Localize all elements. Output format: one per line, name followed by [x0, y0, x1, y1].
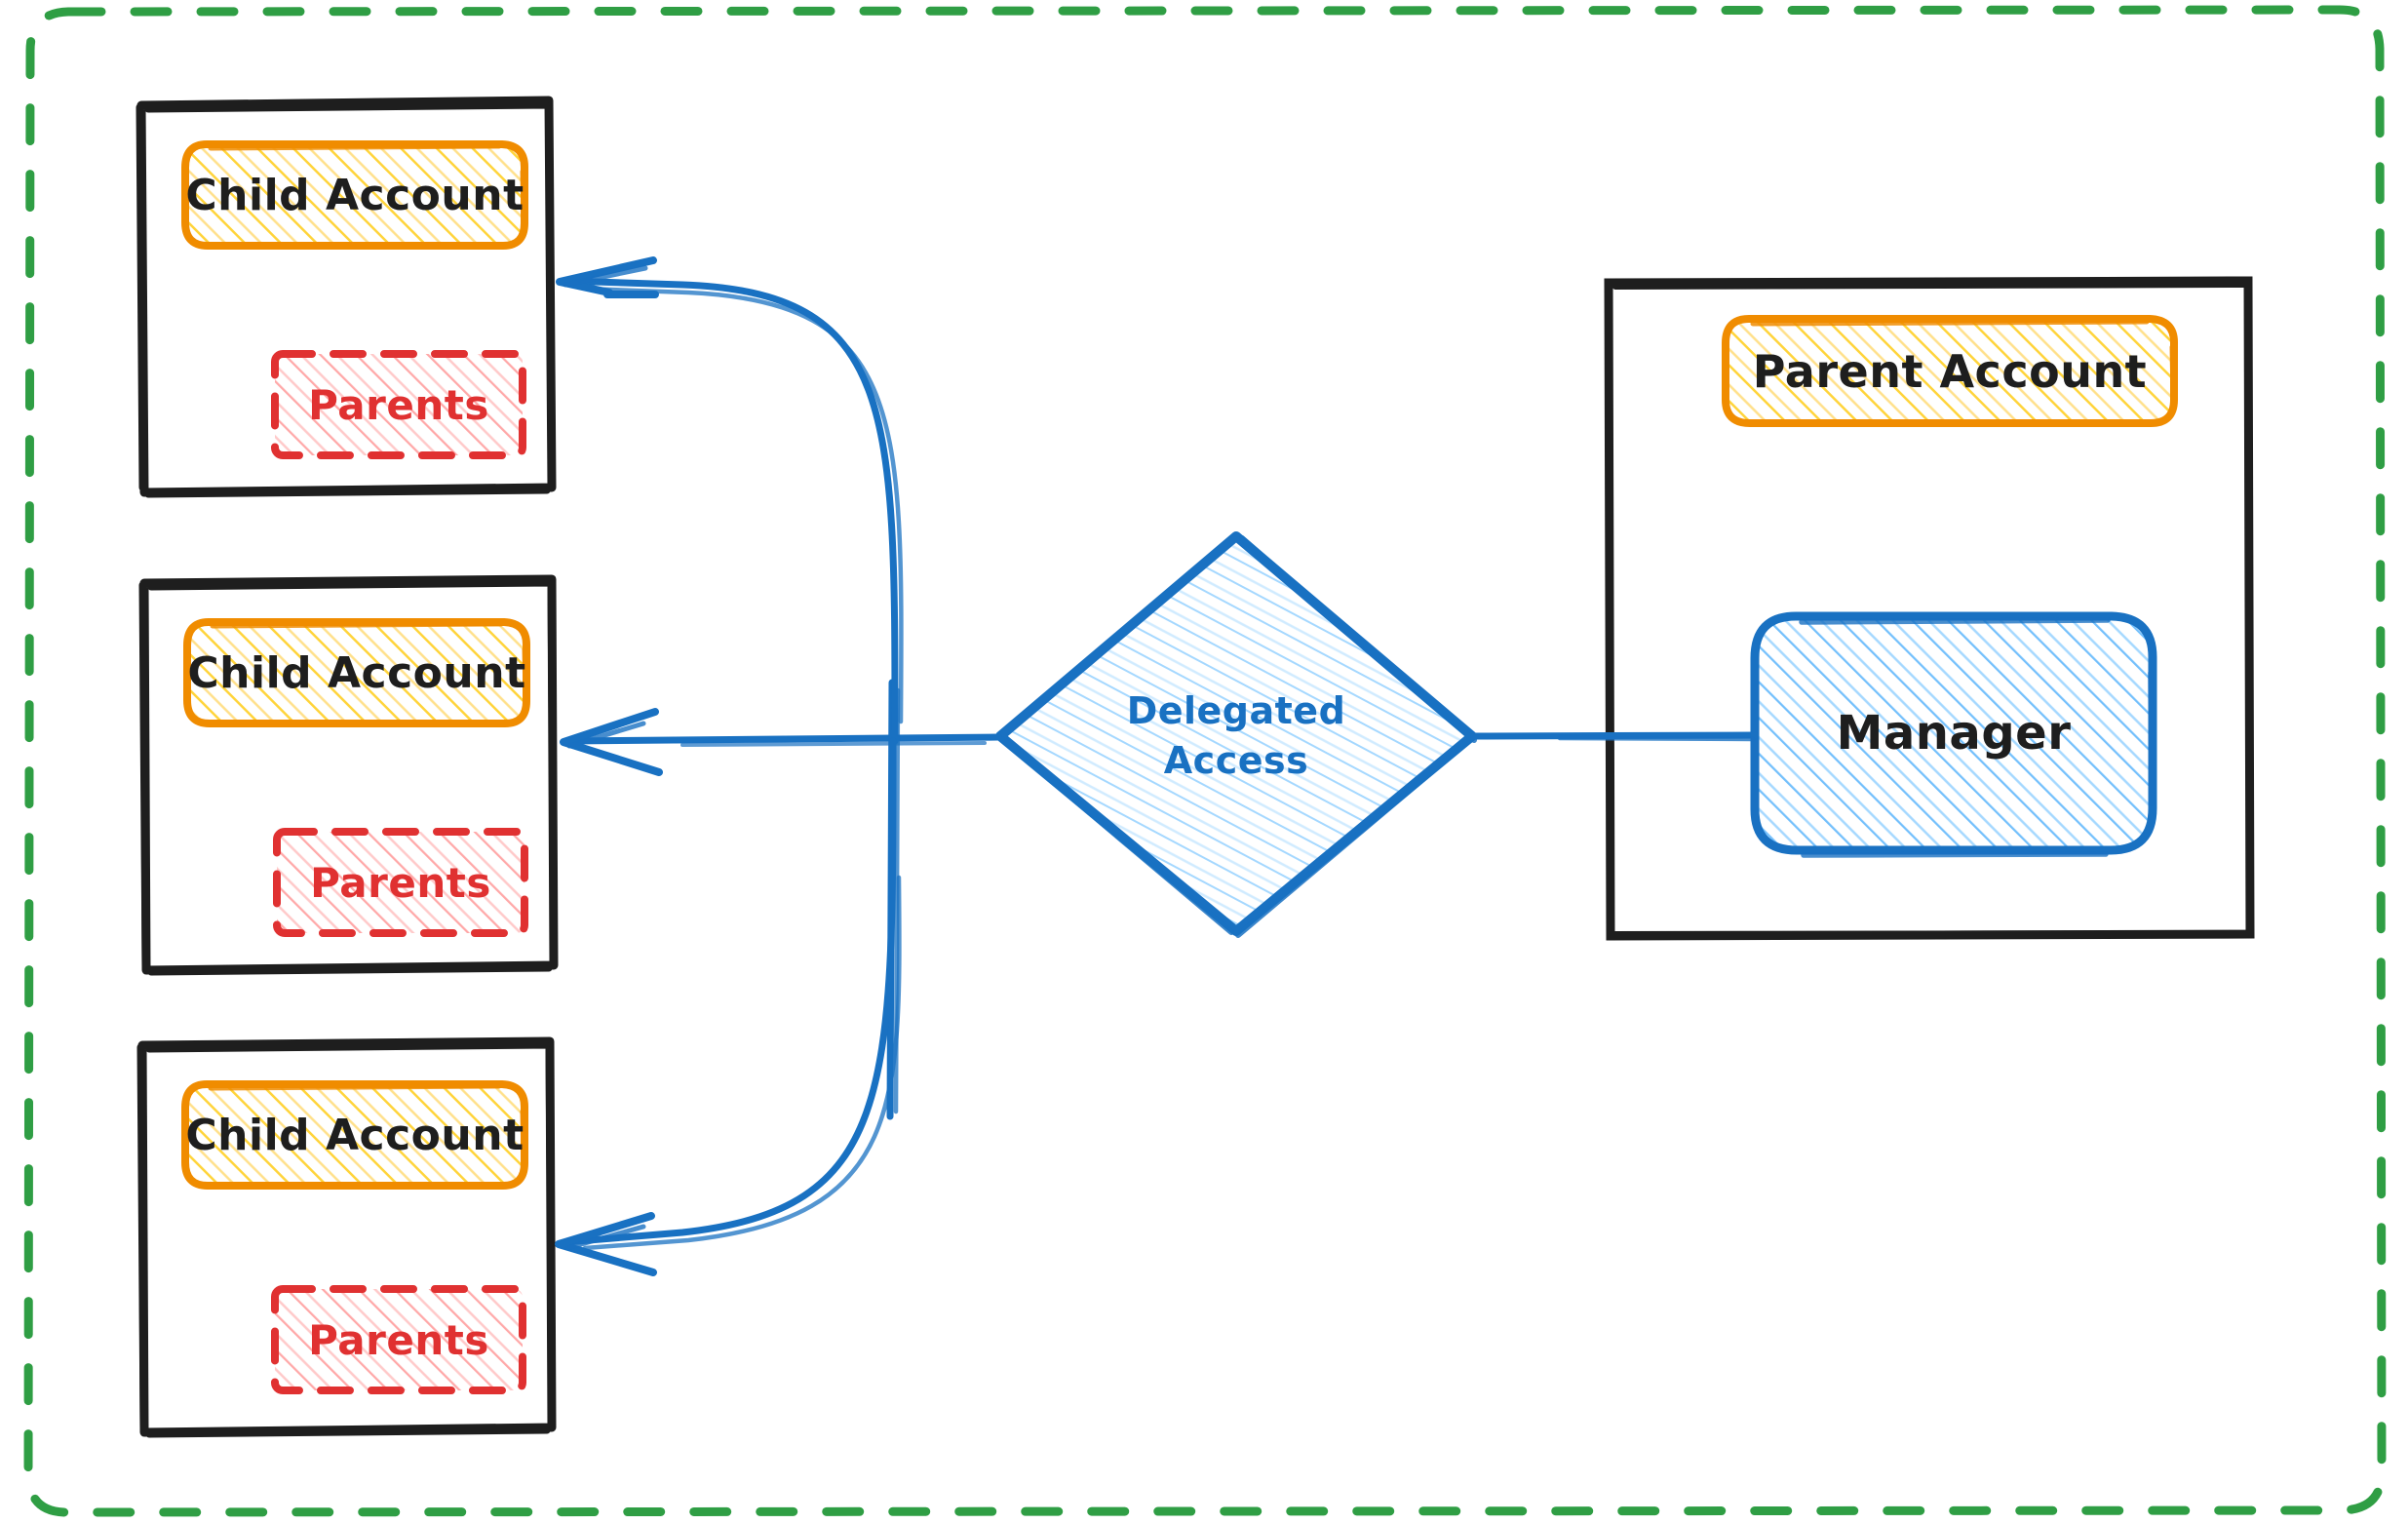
parent-account-badge[interactable] [1722, 315, 2178, 427]
child-account-badge-3[interactable] [181, 1080, 528, 1190]
arrow-to-child-1 [556, 256, 904, 745]
parents-badge-3[interactable] [271, 1285, 526, 1394]
child-account-badge-2[interactable] [183, 618, 530, 727]
arrow-to-child-3 [555, 737, 902, 1276]
child-account-container-3[interactable] [136, 1036, 557, 1438]
manager-badge[interactable] [1750, 611, 2157, 858]
child-account-badge-1[interactable] [181, 140, 528, 250]
parents-badge-2[interactable] [273, 828, 528, 937]
arrow-to-child-2 [560, 708, 1002, 776]
parents-badge-1[interactable] [271, 350, 526, 459]
arrow-manager-to-delegated [1470, 731, 1759, 742]
child-account-container-1[interactable] [136, 96, 557, 498]
delegated-access-node[interactable] [995, 531, 1477, 938]
parent-account-container[interactable] [1604, 276, 2255, 941]
child-account-container-2[interactable] [138, 574, 559, 976]
